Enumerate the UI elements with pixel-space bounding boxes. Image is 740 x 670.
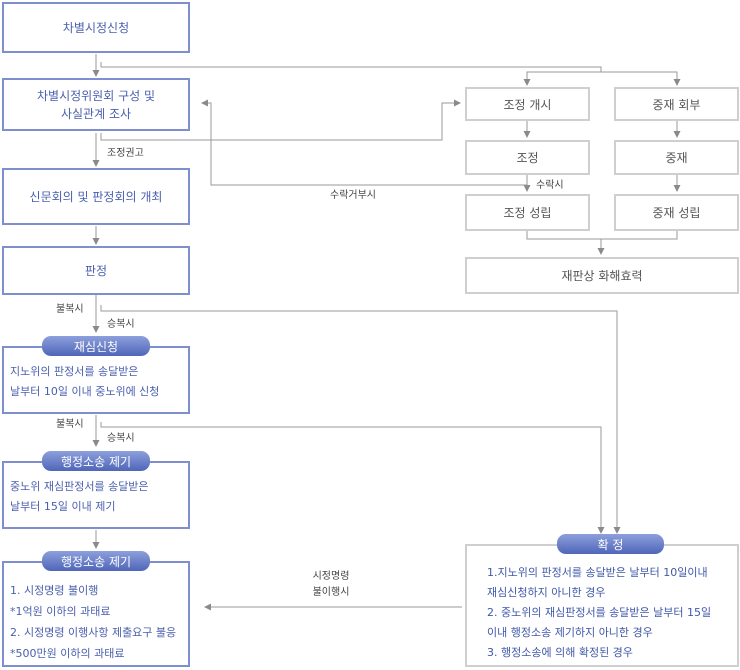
lawsuit2-box: 1. 시정명령 불이행 *1억원 이하의 과태료 2. 시정명령 이행사항 제출… bbox=[2, 561, 190, 667]
lawsuit1-title: 행정소송 제기 bbox=[42, 451, 150, 471]
arrow-committee-mediation bbox=[100, 99, 461, 141]
lawsuit1-title-text: 행정소송 제기 bbox=[60, 454, 132, 469]
reexamination-box: 지노위의 판정서를 송달받은 날부터 10일 이내 중노위에 신청 bbox=[2, 346, 190, 414]
node-arbitration-label: 중재 bbox=[665, 151, 688, 165]
lawsuit2-title: 행정소송 제기 bbox=[42, 551, 150, 571]
node-hearing-label: 신문회의 및 판정회의 개최 bbox=[29, 189, 163, 204]
lawsuit2-line: 2. 시정명령 이행사항 제출요구 불응 bbox=[10, 626, 177, 639]
confirmation-title-text: 확 정 bbox=[597, 537, 624, 552]
node-hearing: 신문회의 및 판정회의 개최 bbox=[2, 168, 190, 225]
node-arbitration: 중재 bbox=[614, 140, 739, 175]
confirmation-line: 재심신청하지 아니한 경우 bbox=[487, 586, 606, 599]
node-settlement-label: 재판상 화해효력 bbox=[561, 269, 643, 283]
lawsuit1-line: 중노위 재심판정서를 송달받은 bbox=[10, 480, 149, 493]
merge-settlement bbox=[526, 231, 678, 240]
branch-top bbox=[100, 62, 602, 86]
node-arbitration-request-label: 중재 회부 bbox=[652, 97, 701, 112]
arrow-refusal bbox=[201, 99, 528, 186]
lawsuit2-title-text: 행정소송 제기 bbox=[60, 554, 132, 569]
node-mediation: 조정 bbox=[465, 140, 590, 175]
label-objection1: 불복시 bbox=[56, 304, 84, 315]
node-judgment: 판정 bbox=[2, 246, 190, 295]
reexamination-line: 날부터 10일 이내 중노위에 신청 bbox=[10, 385, 160, 398]
confirmation-line: 1.지노위의 판정서를 송달받은 날부터 10일이내 bbox=[487, 566, 708, 579]
reexamination-title-text: 재심신청 bbox=[73, 339, 119, 354]
node-mediation-start: 조정 개시 bbox=[465, 87, 590, 121]
label-order-line1: 시정명령 bbox=[312, 571, 350, 582]
node-arbitration-request: 중재 회부 bbox=[614, 87, 739, 121]
label-acceptance-refusal: 수락거부시 bbox=[330, 190, 376, 201]
node-committee: 차별시정위원회 구성 및 사실관계 조사 bbox=[2, 78, 190, 131]
branch-arbitration bbox=[601, 71, 681, 86]
confirmation-line: 2. 중노위의 재심판정서를 송달받은 날부터 15일 bbox=[487, 606, 712, 619]
node-arbitration-success: 중재 성립 bbox=[614, 194, 739, 231]
node-arbitration-success-label: 중재 성립 bbox=[652, 206, 701, 220]
node-judgment-label: 판정 bbox=[84, 263, 108, 278]
label-objection2: 불복시 bbox=[56, 419, 84, 430]
node-application: 차별시정신청 bbox=[2, 2, 190, 53]
node-committee-line1: 차별시정위원회 구성 및 bbox=[36, 88, 156, 103]
label-mediation-recommend: 조정권고 bbox=[107, 148, 144, 159]
label-order-line2: 불이행시 bbox=[312, 587, 350, 598]
node-settlement: 재판상 화해효력 bbox=[465, 257, 739, 294]
label-acceptance: 수락시 bbox=[536, 180, 564, 191]
lawsuit2-line: 1. 시정명령 불이행 bbox=[10, 584, 99, 597]
node-mediation-success: 조정 성립 bbox=[465, 194, 590, 231]
lawsuit2-line: *500만원 이하의 과태료 bbox=[10, 647, 125, 660]
lawsuit2-line: *1억원 이하의 과태료 bbox=[10, 605, 111, 618]
confirmation-line: 이내 행정소송 제기하지 아니한 경우 bbox=[487, 626, 653, 639]
node-application-label: 차별시정신청 bbox=[62, 20, 130, 35]
confirmation-title: 확 정 bbox=[557, 534, 664, 554]
lawsuit1-box: 중노위 재심판정서를 송달받은 날부터 15일 이내 제기 bbox=[2, 461, 190, 529]
reexamination-title: 재심신청 bbox=[42, 336, 150, 356]
lawsuit1-line: 날부터 15일 이내 제기 bbox=[10, 500, 116, 513]
node-committee-line2: 사실관계 조사 bbox=[60, 106, 132, 121]
arrow-judgment-confirm bbox=[100, 305, 621, 534]
confirmation-line: 3. 행정소송에 의해 확정된 경우 bbox=[487, 646, 633, 659]
node-mediation-success-label: 조정 성립 bbox=[503, 206, 552, 220]
node-mediation-label: 조정 bbox=[516, 151, 539, 165]
node-mediation-start-label: 조정 개시 bbox=[503, 97, 552, 112]
label-win1: 승복시 bbox=[107, 319, 135, 330]
confirmation-box: 1.지노위의 판정서를 송달받은 날부터 10일이내 재심신청하지 아니한 경우… bbox=[465, 544, 739, 667]
arrow-reexam-confirm bbox=[100, 422, 605, 534]
label-win2: 승복시 bbox=[107, 433, 135, 444]
reexamination-line: 지노위의 판정서를 송달받은 bbox=[10, 365, 139, 378]
